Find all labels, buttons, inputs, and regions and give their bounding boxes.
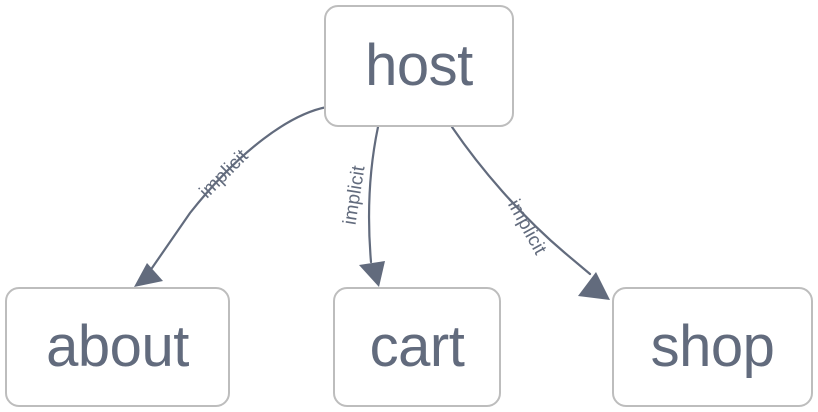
edge-host-cart[interactable]: implicit — [340, 125, 385, 287]
node-shop[interactable]: shop — [612, 287, 813, 407]
edge-host-cart-label: implicit — [340, 164, 370, 227]
edge-host-shop-label: implicit — [503, 196, 551, 259]
edge-host-about-arrowhead — [134, 263, 163, 287]
edge-host-about-label: implicit — [196, 145, 253, 202]
edge-host-shop[interactable]: implicit — [450, 125, 610, 300]
node-cart-label: cart — [369, 314, 465, 379]
node-shop-label: shop — [650, 314, 775, 379]
edge-host-cart-arrowhead — [359, 261, 385, 287]
node-about-label: about — [46, 314, 189, 379]
node-host[interactable]: host — [324, 5, 514, 127]
edge-host-about[interactable]: implicit — [134, 105, 329, 287]
edge-host-shop-arrowhead — [578, 272, 610, 300]
node-cart[interactable]: cart — [333, 287, 501, 407]
node-about[interactable]: about — [5, 287, 230, 407]
node-host-label: host — [365, 33, 473, 98]
edge-host-shop-path — [450, 125, 592, 276]
edge-host-cart-path — [367, 125, 380, 264]
edge-host-about-path — [150, 105, 329, 270]
